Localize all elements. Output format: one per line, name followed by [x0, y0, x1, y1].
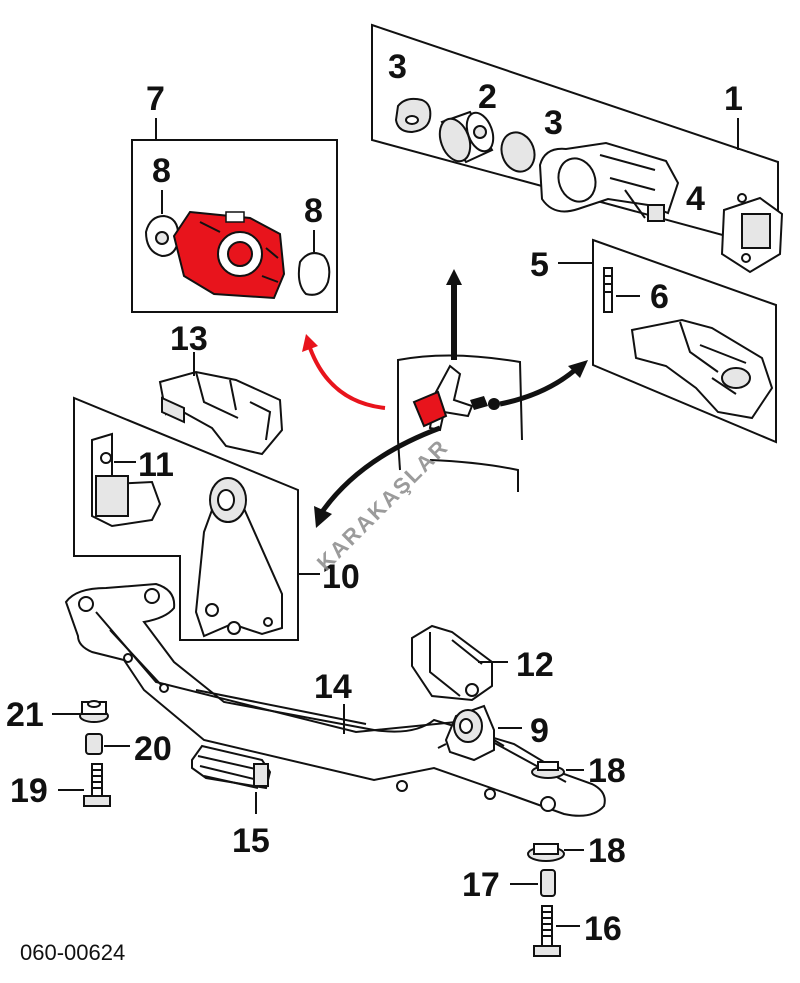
part-18-nut-lower[interactable]: [527, 843, 565, 862]
callout-21: 21: [6, 696, 44, 734]
part-17-spacer[interactable]: [540, 869, 556, 897]
callout-9: 9: [530, 712, 549, 750]
arrow-to-group-5: [499, 368, 577, 407]
part-16-bolt[interactable]: [533, 905, 561, 957]
callout-8a: 8: [152, 152, 171, 190]
callout-18a: 18: [588, 752, 626, 790]
up-arrow: [446, 269, 462, 360]
part-2-bushing[interactable]: [434, 109, 498, 165]
part-18-nut-upper[interactable]: [531, 761, 565, 779]
callout-6: 6: [650, 278, 669, 316]
part-19-bolt[interactable]: [83, 763, 111, 807]
group-5-panel: [558, 238, 777, 444]
callout-2: 2: [478, 78, 497, 116]
callout-8b: 8: [304, 192, 323, 230]
callout-3b: 3: [544, 104, 563, 142]
part-1-mount-assembly[interactable]: [538, 141, 680, 222]
arrow-to-group-10: [319, 425, 441, 514]
group-1-panel: [371, 23, 784, 274]
callout-1: 1: [724, 80, 743, 118]
part-11-bracket[interactable]: [91, 432, 162, 528]
part-21-nut[interactable]: [79, 700, 109, 723]
callout-5: 5: [530, 246, 549, 284]
part-3-bushing-cap-left[interactable]: [394, 97, 432, 134]
callout-3a: 3: [388, 48, 407, 86]
drawing-number: 060-00624: [20, 940, 125, 965]
part-5-mount-bracket[interactable]: [630, 318, 774, 420]
callout-19: 19: [10, 772, 48, 810]
callout-15: 15: [232, 822, 270, 860]
part-15-damper[interactable]: [191, 744, 272, 790]
callout-20: 20: [134, 730, 172, 768]
part-4-bracket[interactable]: [720, 193, 784, 274]
part-3-washer-right[interactable]: [496, 128, 540, 177]
callout-17: 17: [462, 866, 500, 904]
callout-13: 13: [170, 320, 208, 358]
callout-7: 7: [146, 80, 165, 118]
part-7-mount-highlighted[interactable]: [172, 210, 286, 300]
callout-10: 10: [322, 558, 360, 596]
part-6-stud[interactable]: [603, 267, 613, 313]
arrow-to-group-7: [308, 347, 386, 410]
part-9-mount[interactable]: [437, 704, 505, 762]
callout-14: 14: [314, 668, 352, 706]
callout-12: 12: [516, 646, 554, 684]
part-20-spacer[interactable]: [85, 733, 103, 755]
part-10-mount[interactable]: [194, 477, 283, 638]
callout-18b: 18: [588, 832, 626, 870]
group-7-panel: [131, 118, 338, 313]
callout-16: 16: [584, 910, 622, 948]
callout-4: 4: [686, 180, 705, 218]
callout-11: 11: [138, 446, 174, 484]
part-13-bracket[interactable]: [158, 370, 284, 456]
center-mount-highlighted[interactable]: [412, 390, 448, 428]
part-12-bracket[interactable]: [411, 624, 493, 702]
group-10-panel: [73, 396, 320, 641]
part-8-cap-right[interactable]: [297, 252, 331, 296]
